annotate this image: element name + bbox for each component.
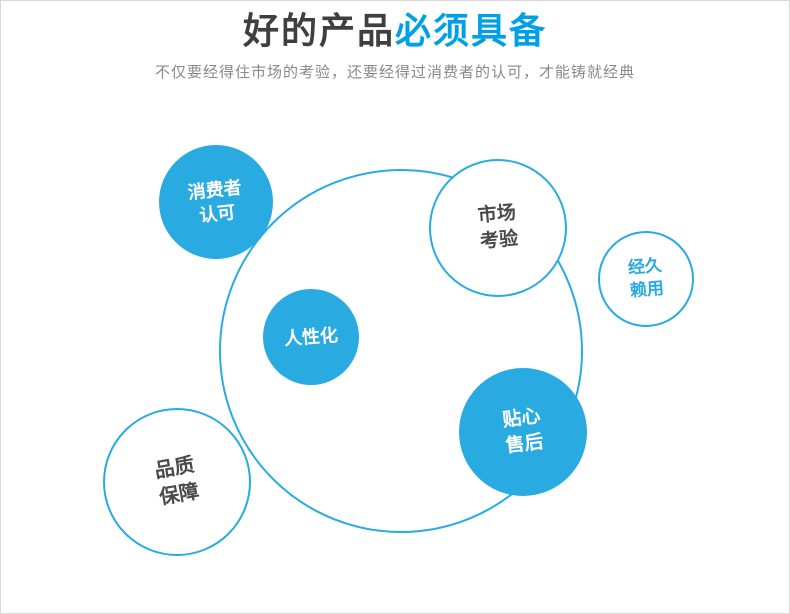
bubble-market-test: 市场 考验 [429, 159, 567, 297]
bubble-consumer-approval: 消费者 认可 [159, 145, 273, 259]
bubble-humanized-label: 人性化 [283, 324, 339, 349]
page-title: 好的产品必须具备 [1, 9, 789, 52]
bubble-durable-use: 经久 赖用 [598, 231, 694, 327]
bubble-quality-guarantee: 品质 保障 [103, 408, 251, 556]
bubble-aftersale-label: 贴心 售后 [501, 406, 545, 458]
bubble-consumer-label: 消费者 认可 [186, 177, 243, 226]
bubble-durable-label: 经久 赖用 [627, 255, 665, 301]
page-title-accent: 必须具备 [395, 10, 548, 51]
bubble-humanized: 人性化 [263, 289, 359, 385]
bubble-market-label: 市场 考验 [476, 202, 519, 253]
page-title-normal: 好的产品 [242, 10, 395, 51]
page-subtitle: 不仅要经得住市场的考验，还要经得过消费者的认可，才能铸就经典 [154, 64, 635, 82]
bubble-aftersale-service: 贴心 售后 [459, 368, 587, 496]
outer-ring-circle [219, 169, 583, 533]
header: 好的产品必须具备 不仅要经得住市场的考验，还要经得过消费者的认可，才能铸就经典 [1, 9, 789, 82]
bubble-quality-label: 品质 保障 [152, 453, 201, 510]
